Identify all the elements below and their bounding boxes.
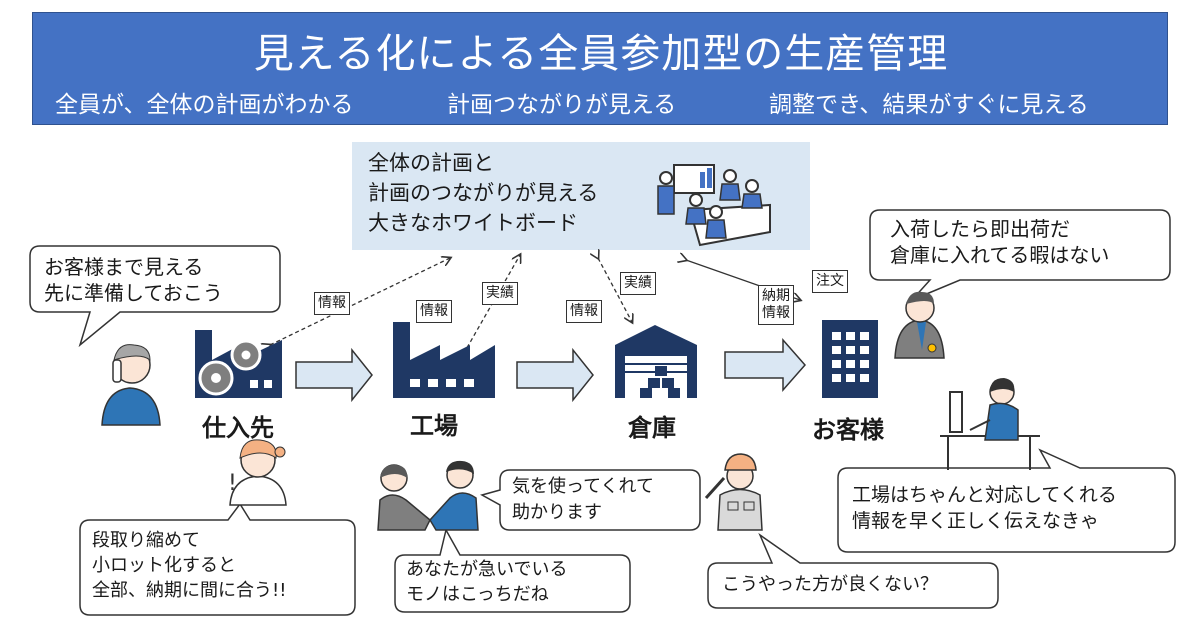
bubble-line: モノはこっちだね	[406, 584, 549, 605]
bubble-line: 倉庫に入れてる暇はない	[890, 243, 1110, 267]
bubble-line: 全部、納期に間に合う!!	[92, 580, 287, 601]
tag-delivery-line: 納期	[762, 288, 790, 304]
whiteboard-line: 大きなホワイトボード	[368, 211, 578, 235]
pc-worker-icon	[940, 378, 1040, 470]
bubble-handshake-right-text: 気を使ってくれて 助かります	[512, 474, 654, 526]
supplier-factory-icon	[195, 330, 282, 398]
tag-info-supplier: 情報	[314, 292, 350, 315]
bubble-line: 先に準備しておこう	[44, 281, 223, 305]
flow-arrow-3	[724, 338, 806, 392]
subtitle-2: 計画つながりが見える	[447, 92, 677, 118]
bubble-worker-woman	[79, 502, 356, 616]
node-warehouse-label: 倉庫	[628, 414, 676, 442]
header-banner: 見える化による全員参加型の生産管理 全員が、全体の計画がわかる 計画つながりが見…	[32, 12, 1168, 125]
node-customer-label: お客様	[812, 416, 884, 444]
svg-text:!: !	[228, 471, 237, 496]
bubble-supplier-call	[29, 245, 281, 348]
bubble-line: お客様まで見える	[44, 255, 204, 279]
bubble-customer-pc	[837, 448, 1176, 553]
tag-info-warehouse: 情報	[566, 300, 602, 323]
bubble-line: 気を使ってくれて	[512, 476, 655, 497]
bubble-customer-boss	[869, 209, 1171, 301]
tag-info-factory: 情報	[416, 300, 452, 323]
bubble-line: 入荷したら即出荷だ	[890, 217, 1070, 241]
helmet-worker-icon	[704, 453, 763, 531]
tag-results-warehouse: 実績	[620, 272, 656, 295]
bubble-customer-pc-text: 工場はちゃんと対応してくれる 情報を早く正しく伝えなきゃ	[852, 482, 1117, 534]
whiteboard-text: 全体の計画と 計画のつながりが見える 大きなホワイトボード	[368, 148, 598, 238]
tag-delivery-info: 納期 情報	[758, 285, 794, 325]
bubble-line: 段取り縮めて	[92, 530, 200, 551]
whiteboard-line: 計画のつながりが見える	[368, 181, 599, 205]
flow-arrow-1	[295, 347, 373, 403]
subtitle-3: 調整でき、結果がすぐに見える	[769, 92, 1089, 118]
tag-order: 注文	[812, 270, 848, 293]
subtitle-1: 全員が、全体の計画がわかる	[55, 92, 354, 118]
arrow-factory-board	[460, 255, 520, 360]
bubble-handshake-left-text: あなたが急いでいる モノはこっちだね	[406, 557, 567, 607]
arrow-warehouse-board	[598, 258, 632, 322]
bubble-helmet-worker-text: こうやった方が良くない？	[722, 572, 938, 598]
arrow-supplier-board	[270, 258, 450, 345]
businessman-icon	[894, 291, 945, 359]
tag-delivery-line: 情報	[762, 305, 790, 321]
bubble-customer-boss-text: 入荷したら即出荷だ 倉庫に入れてる暇はない	[890, 216, 1109, 268]
bubble-line: 工場はちゃんと対応してくれる	[852, 484, 1117, 506]
page-title: 見える化による全員参加型の生産管理	[253, 31, 949, 77]
warehouse-icon	[615, 325, 697, 398]
bubble-line: こうやった方が良くない？	[722, 574, 938, 595]
bubble-line: 情報を早く正しく伝えなきゃ	[852, 510, 1100, 532]
phone-person-icon	[101, 344, 161, 426]
bubble-worker-woman-text: 段取り縮めて 小ロット化すると 全部、納期に間に合う!!	[92, 528, 286, 603]
bubble-line: あなたが急いでいる	[406, 559, 568, 580]
bubble-helmet-worker	[707, 532, 999, 609]
flow-arrow-2	[516, 347, 594, 403]
woman-worker-icon: !	[228, 439, 287, 506]
bubble-supplier-call-text: お客様まで見える 先に準備しておこう	[44, 254, 223, 306]
node-supplier-label: 仕入先	[202, 414, 274, 442]
bubble-line: 小ロット化すると	[92, 555, 236, 576]
handshake-icon	[377, 460, 479, 531]
whiteboard-line: 全体の計画と	[368, 151, 494, 175]
bubble-handshake-left	[394, 527, 631, 613]
meeting-illustration	[657, 164, 771, 247]
customer-building-icon	[822, 320, 878, 398]
bubble-line: 助かります	[512, 502, 602, 523]
factory-icon	[393, 322, 495, 398]
tag-results-factory: 実績	[482, 282, 518, 305]
bubble-handshake-right	[480, 469, 701, 531]
node-factory-label: 工場	[410, 412, 458, 440]
